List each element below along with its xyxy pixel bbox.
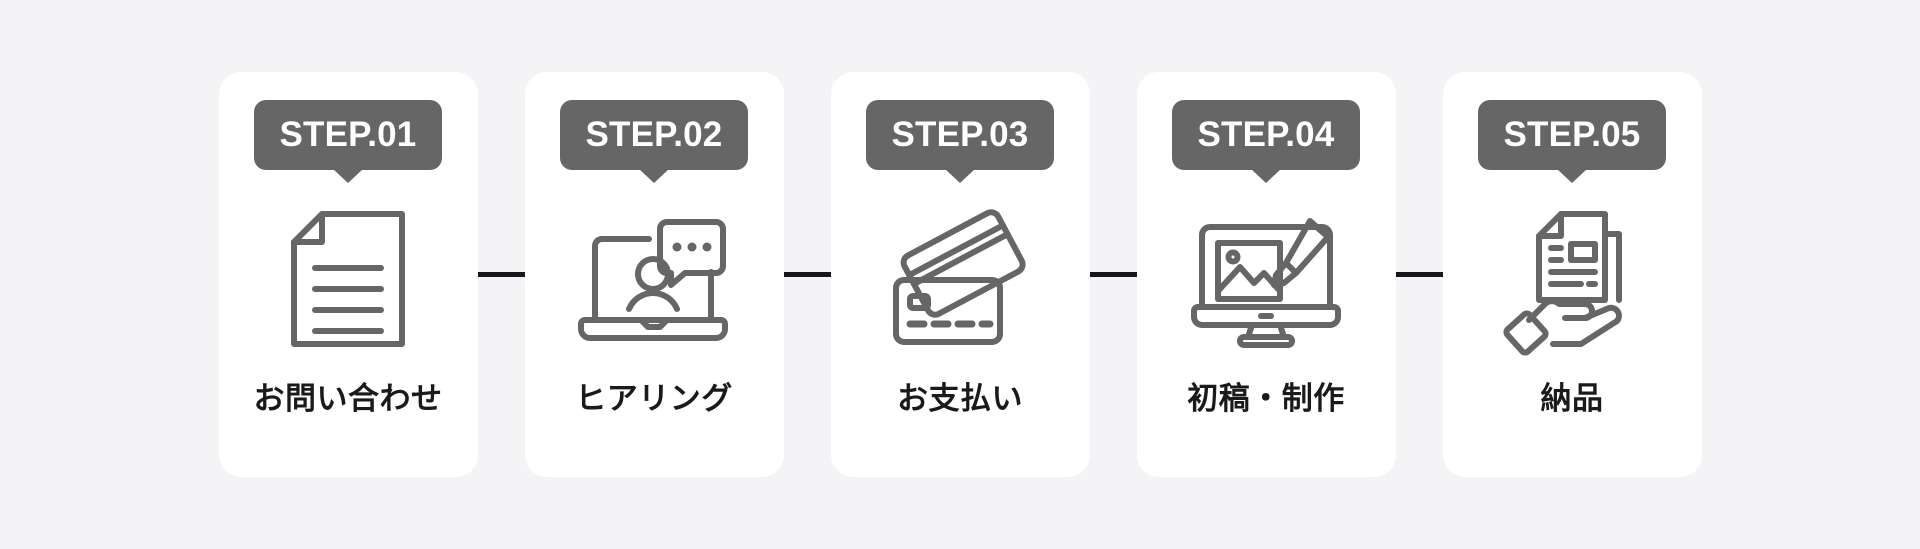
step-label-1: お問い合わせ: [253, 381, 443, 416]
step-badge-wrap-1: STEP.01: [253, 100, 443, 183]
step-badge-wrap-4: STEP.04: [1171, 100, 1361, 183]
connector-line: [1089, 272, 1137, 277]
step-badge-wrap-5: STEP.05: [1477, 100, 1667, 183]
step-badge-2: STEP.02: [559, 100, 749, 170]
document-icon: [289, 209, 407, 349]
badge-arrow-down-icon: [945, 169, 975, 183]
step-badge-3: STEP.03: [865, 100, 1055, 170]
step-badge-4: STEP.04: [1171, 100, 1361, 170]
connector-line: [1395, 272, 1443, 277]
connector-2-3: [783, 72, 831, 477]
step-label-3: お支払い: [897, 381, 1023, 416]
step-badge-wrap-2: STEP.02: [559, 100, 749, 183]
hand-document-icon: [1503, 209, 1635, 356]
credit-cards-icon: [886, 209, 1034, 349]
connector-1-2: [477, 72, 525, 477]
connector-line: [477, 272, 525, 277]
step-card-4[interactable]: STEP.04: [1136, 72, 1396, 477]
step-label-5: 納品: [1540, 381, 1604, 416]
step-label-2: ヒアリング: [575, 381, 733, 416]
connector-3-4: [1089, 72, 1137, 477]
laptop-chat-icon: [578, 209, 728, 349]
step-card-5[interactable]: STEP.05: [1442, 72, 1702, 477]
step-card-2[interactable]: STEP.02: [524, 72, 784, 477]
step-badge-5: STEP.05: [1477, 100, 1667, 170]
connector-4-5: [1395, 72, 1443, 477]
badge-arrow-down-icon: [1557, 169, 1587, 183]
monitor-paintbrush-icon: [1191, 209, 1341, 349]
connector-line: [783, 272, 831, 277]
steps-track: STEP.01 お問い合わせ STEP.02: [218, 72, 1702, 477]
step-label-4: 初稿・制作: [1187, 381, 1345, 416]
step-badge-wrap-3: STEP.03: [865, 100, 1055, 183]
badge-arrow-down-icon: [333, 169, 363, 183]
step-card-3[interactable]: STEP.03: [830, 72, 1090, 477]
step-card-1[interactable]: STEP.01 お問い合わせ: [218, 72, 478, 477]
badge-arrow-down-icon: [1251, 169, 1281, 183]
step-badge-1: STEP.01: [253, 100, 443, 170]
badge-arrow-down-icon: [639, 169, 669, 183]
